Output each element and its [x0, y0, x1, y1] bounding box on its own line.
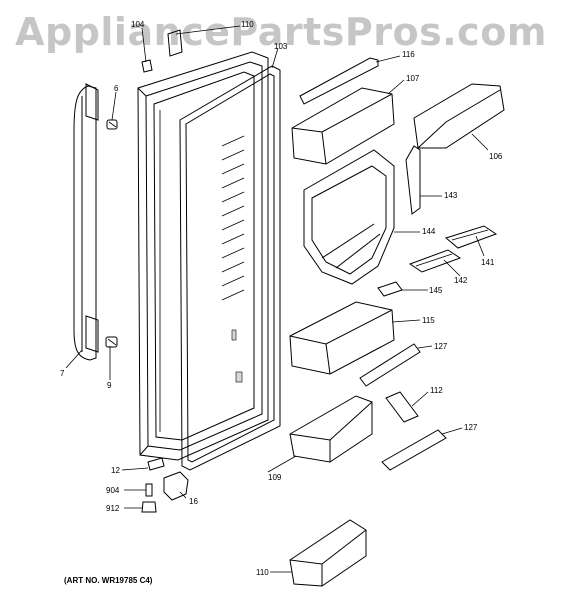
callout-912: 912 — [106, 504, 120, 513]
door-gasket-part — [179, 65, 281, 471]
callout-142: 142 — [454, 276, 468, 285]
door-bin-107 — [291, 87, 395, 165]
watermark-text: AppliancePartsPros.com — [15, 10, 547, 54]
door-bin-115 — [289, 301, 395, 375]
callout-9: 9 — [107, 381, 112, 390]
handle-screw-9 — [105, 336, 118, 348]
callout-103: 103 — [274, 42, 288, 51]
actuator-part-145 — [377, 281, 403, 297]
callout-127-upper: 127 — [434, 342, 448, 351]
art-number: (ART NO. WR19785 C4) — [64, 576, 153, 585]
bin-divider-112 — [385, 391, 419, 423]
leader-lines — [65, 25, 489, 573]
callout-115: 115 — [422, 316, 435, 325]
bin-trim-116 — [299, 57, 379, 105]
screw-part-904 — [145, 483, 153, 497]
callout-143: 143 — [444, 191, 458, 200]
door-bracket-110 — [167, 29, 183, 57]
callout-127-lower: 127 — [464, 423, 478, 432]
callout-112: 112 — [430, 386, 443, 395]
callout-110-top: 110 — [241, 20, 254, 29]
door-shell-part — [137, 51, 269, 461]
callout-110-bottom: 110 — [256, 568, 269, 577]
callout-904: 904 — [106, 486, 120, 495]
door-bin-110 — [289, 519, 367, 587]
dispenser-housing-144 — [303, 149, 395, 285]
hinge-bracket-16 — [163, 471, 189, 501]
callout-144: 144 — [422, 227, 436, 236]
handle-screw-6 — [106, 119, 118, 130]
callout-labels: 104 110 103 116 107 106 6 143 144 141 14… — [60, 20, 503, 577]
bin-trim-127b — [381, 429, 447, 471]
callout-141: 141 — [481, 258, 495, 267]
bin-trim-127a — [359, 343, 421, 387]
callout-107: 107 — [406, 74, 420, 83]
shelf-part-142 — [408, 249, 462, 273]
callout-106: 106 — [489, 152, 503, 161]
callout-6: 6 — [114, 84, 119, 93]
dispenser-trim-143 — [405, 145, 421, 215]
callout-116: 116 — [402, 50, 415, 59]
door-cap-104 — [141, 59, 153, 73]
callout-16: 16 — [189, 497, 198, 506]
callout-7: 7 — [60, 369, 65, 378]
callout-12: 12 — [111, 466, 120, 475]
door-handle-part — [73, 83, 99, 361]
shelf-part-141 — [444, 225, 498, 249]
callout-145: 145 — [429, 286, 443, 295]
door-liner-ribs — [221, 135, 245, 383]
callout-104: 104 — [131, 20, 145, 29]
dairy-cover-106 — [413, 83, 505, 149]
hinge-part-12 — [147, 457, 165, 471]
bushing-part-912 — [141, 501, 157, 513]
door-bin-109 — [289, 395, 373, 463]
callout-109: 109 — [268, 473, 282, 482]
